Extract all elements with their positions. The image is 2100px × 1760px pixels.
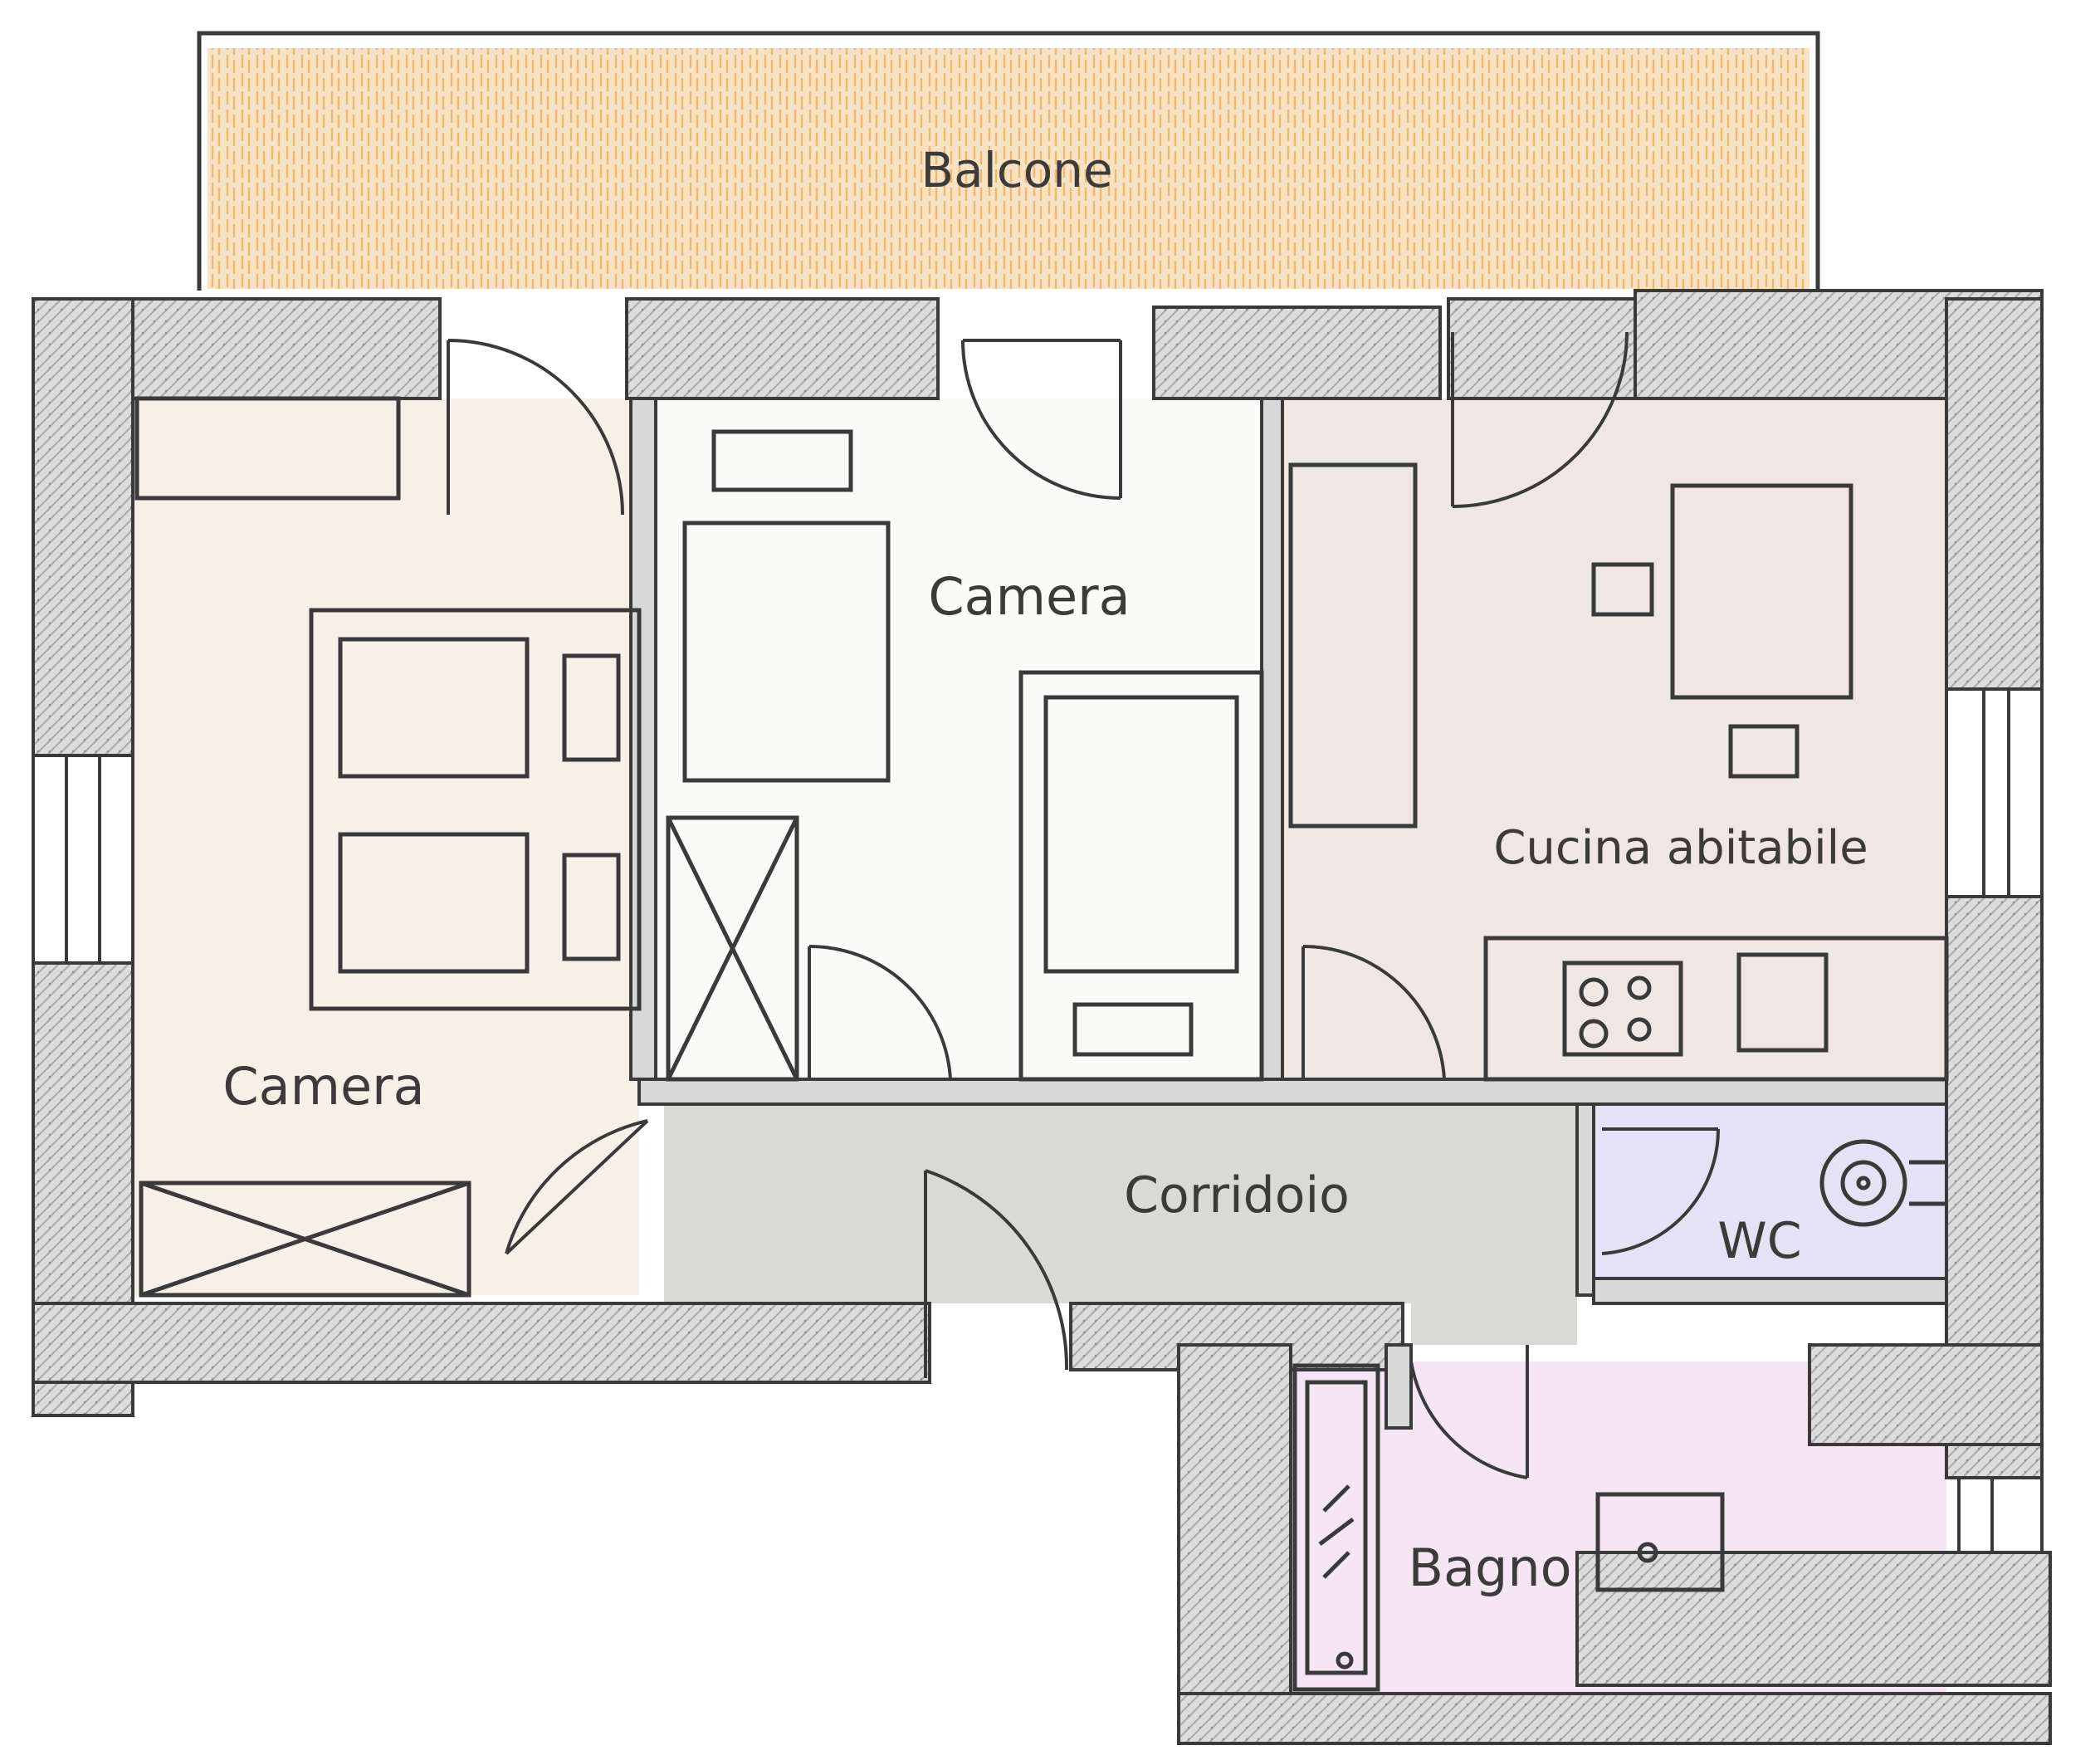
door-balcony-kitchen bbox=[1451, 331, 1629, 508]
label-wc: WC bbox=[1717, 1212, 1801, 1270]
pillow bbox=[711, 429, 853, 492]
wardrobe bbox=[666, 815, 799, 1082]
door-cucina bbox=[1302, 944, 1446, 1080]
nightstand bbox=[562, 853, 621, 961]
walls bbox=[32, 289, 2052, 1745]
double-bed bbox=[309, 608, 642, 1011]
label-camera-mid: Camera bbox=[928, 566, 1130, 627]
balcony-railing bbox=[197, 31, 1820, 291]
label-camera-left: Camera bbox=[222, 1056, 424, 1117]
cucina-floor bbox=[1282, 398, 1946, 1079]
balcony bbox=[197, 31, 1820, 291]
doors bbox=[447, 331, 1721, 1479]
single-bed bbox=[1018, 670, 1264, 1082]
window-right bbox=[1945, 687, 2044, 898]
toilet bbox=[1819, 1139, 1907, 1227]
pillow bbox=[338, 637, 530, 779]
chair bbox=[1591, 562, 1654, 617]
pillow bbox=[338, 832, 530, 974]
dining-table bbox=[1670, 483, 1853, 700]
door-camera-mid bbox=[808, 944, 952, 1080]
label-cucina: Cucina abitabile bbox=[1493, 821, 1868, 875]
door-wc bbox=[1601, 1127, 1721, 1255]
bathtub bbox=[1292, 1363, 1380, 1692]
bathtub-inner bbox=[1305, 1380, 1368, 1675]
corridoio-floor bbox=[664, 1104, 1577, 1303]
desk bbox=[134, 396, 401, 501]
door-camera-left bbox=[505, 1119, 649, 1255]
single-bed bbox=[682, 521, 891, 783]
balcony-floor bbox=[208, 48, 1809, 289]
camera-mid-floor bbox=[656, 398, 1262, 1088]
label-bagno: Bagno bbox=[1408, 1538, 1571, 1598]
pillow bbox=[1072, 1002, 1194, 1057]
washbasin bbox=[1595, 1492, 1725, 1592]
furniture bbox=[134, 396, 1949, 1692]
label-balcone: Balcone bbox=[921, 142, 1112, 198]
bed-mattress bbox=[1043, 695, 1239, 974]
stove bbox=[1562, 961, 1683, 1057]
camera-left-floor bbox=[133, 398, 639, 1295]
window-left bbox=[32, 754, 134, 965]
door-bagno bbox=[1409, 1345, 1529, 1479]
sideboard bbox=[1288, 462, 1418, 829]
nightstand bbox=[562, 653, 621, 762]
windows bbox=[32, 687, 2044, 1554]
room-floors bbox=[133, 398, 1946, 1710]
door-entrance bbox=[924, 1169, 1069, 1378]
window-bagno bbox=[1957, 1476, 2044, 1554]
wc-floor bbox=[1594, 1104, 1946, 1278]
label-corridoio: Corridoio bbox=[1124, 1166, 1350, 1225]
chair bbox=[1728, 724, 1800, 779]
kitchen-counter bbox=[1483, 936, 1949, 1082]
wardrobe bbox=[139, 1181, 471, 1298]
door-balcony-left bbox=[447, 339, 624, 516]
sink bbox=[1736, 952, 1829, 1053]
door-balcony-mid bbox=[961, 339, 1122, 500]
room-labels: Balcone Camera Camera Cucina abitabile C… bbox=[222, 142, 1868, 1598]
